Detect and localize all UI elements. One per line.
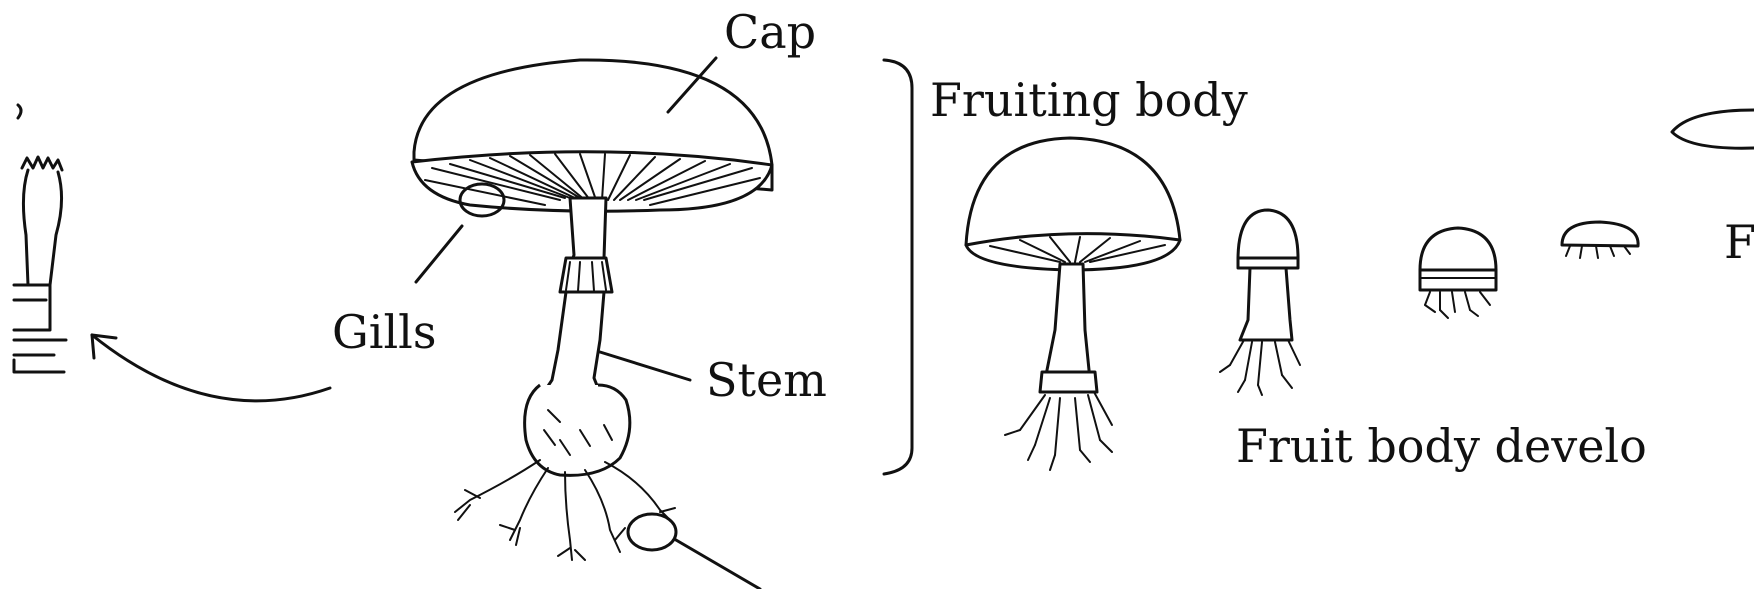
partial-right-label: F: [1724, 215, 1754, 269]
gills-leader-line: [416, 226, 462, 282]
development-stage-3: [1420, 228, 1496, 318]
stem-leader-line: [600, 352, 690, 380]
cap-label: Cap: [724, 5, 816, 59]
fruiting-body-label: Fruiting body: [930, 73, 1248, 127]
gills-to-detail-arrow: [92, 335, 330, 401]
development-stage-2: [1220, 210, 1300, 395]
development-stage-4: [1562, 222, 1638, 258]
basidium-enlarged-illustration: [14, 105, 66, 372]
development-stage-5-partial: [1672, 110, 1754, 148]
fruiting-body-bracket: [884, 60, 912, 474]
main-mushroom-illustration: [412, 60, 772, 589]
development-stage-1: [966, 138, 1180, 470]
gills-label: Gills: [332, 305, 437, 359]
fruit-body-development-label: Fruit body develo: [1236, 419, 1647, 473]
stem-label: Stem: [706, 353, 827, 407]
